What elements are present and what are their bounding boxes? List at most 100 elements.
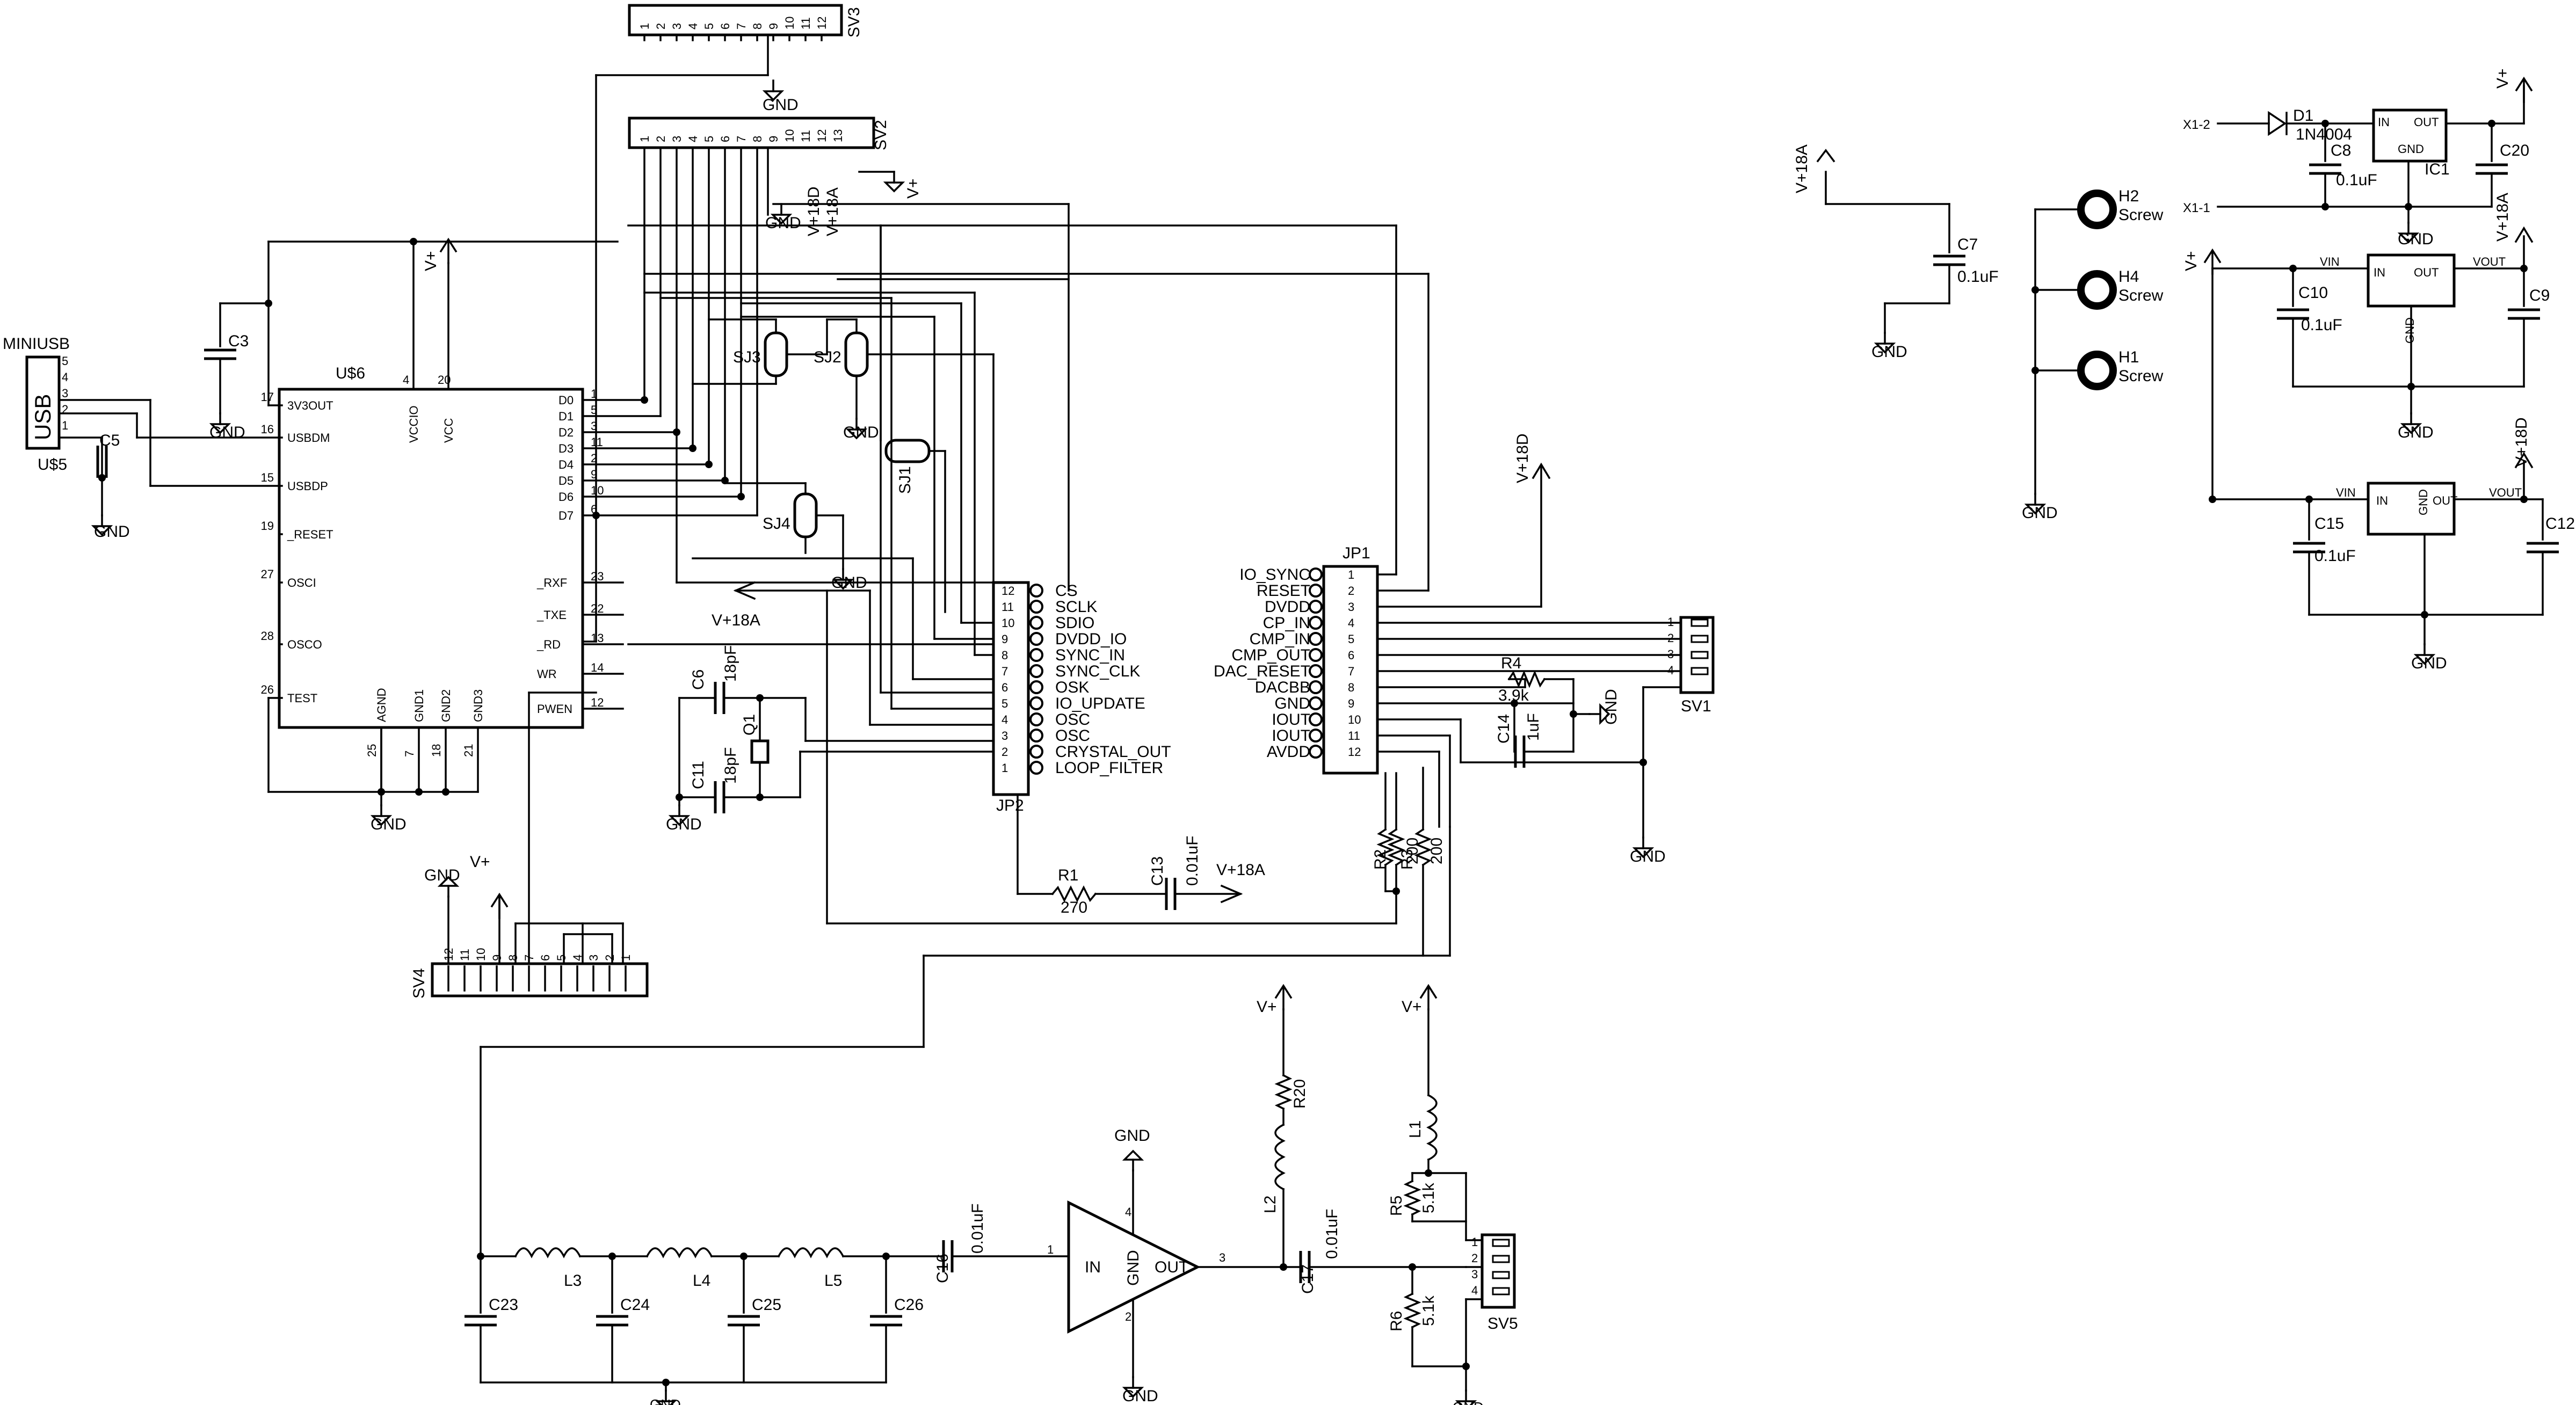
sv1-pin: 1 (1667, 615, 1674, 629)
sv2-v18a-label: V+18A (824, 187, 841, 236)
gnd-reg3: GND (2411, 654, 2447, 672)
c9-label: C9 (2529, 287, 2550, 304)
sv3-pin: 10 (783, 17, 796, 30)
jp2-pinnum: 10 (1002, 616, 1014, 630)
u6-pin-_rxf: _RXF (536, 576, 567, 589)
amp-pin3: 3 (1219, 1251, 1225, 1264)
u6-pinnum: 25 (365, 744, 379, 757)
u6-pinnum: 7 (403, 751, 416, 757)
amp-gnd: GND (1124, 1250, 1142, 1286)
u6-pinnum: 4 (403, 373, 409, 387)
u6-pinnum: 22 (591, 602, 604, 615)
sv2-vplus-label: V+ (904, 178, 922, 199)
jp1-pinnum: 7 (1348, 665, 1354, 678)
usb-pin: 3 (62, 387, 68, 400)
jp1-pin-reset: RESET (1257, 582, 1310, 600)
jp2-pin-crystal_out: CRYSTAL_OUT (1055, 743, 1171, 761)
d1-value: 1N4004 (2296, 126, 2352, 143)
u6-pin-d2: D2 (558, 426, 574, 439)
usb-pin: 4 (62, 370, 68, 384)
jp1-pin-iout: IOUT (1272, 727, 1310, 745)
h1-hole: H1 Screw (2077, 348, 2164, 390)
jp2-pin-io_update: IO_UPDATE (1055, 695, 1145, 712)
l2-label: L2 (1261, 1196, 1279, 1213)
reg3-gnd: GND (2417, 489, 2430, 515)
gnd-u6: GND (371, 816, 407, 833)
sv3-pin: 11 (799, 17, 812, 30)
h1-type: Screw (2118, 367, 2164, 385)
jp1-pinnum: 4 (1348, 616, 1354, 630)
jp1-pin-dacbb: DACBB (1255, 679, 1310, 696)
u6-pin-_reset: _RESET (287, 528, 333, 541)
jp1-pin-cmp_in: CMP_IN (1250, 630, 1310, 648)
reg2-vplus: V+ (2182, 251, 2200, 271)
jp2-pinnum: 12 (1002, 584, 1014, 598)
c7-label: C7 (1957, 236, 1978, 253)
c24-label: C24 (620, 1296, 650, 1314)
usb-conn-label: MINIUSB (3, 335, 70, 353)
l4-label: L4 (693, 1272, 710, 1290)
sv4-pin: 3 (587, 955, 600, 961)
amp-pin1: 1 (1047, 1243, 1054, 1256)
jp2-pin-osc: OSC (1055, 711, 1090, 729)
sv4-pin: 10 (474, 948, 488, 961)
gnd-usb: GND (94, 523, 130, 541)
u6-pin-d1: D1 (558, 410, 574, 423)
ic1-ref: IC1 (2425, 161, 2450, 178)
c14-label: C14 (1495, 714, 1513, 744)
sv4-vplus: V+ (470, 853, 490, 871)
sv3-pin: 9 (767, 23, 780, 30)
sv5-pin: 4 (1471, 1284, 1478, 1297)
sv4-pin: 6 (539, 955, 552, 961)
r6-value: 5.1k (1420, 1295, 1438, 1326)
gnd-sv3: GND (763, 96, 799, 114)
sv2-pin: 6 (719, 136, 732, 142)
amp-out: OUT (1155, 1258, 1188, 1276)
amp-pin2: 2 (1125, 1310, 1131, 1323)
jp1-pinnum: 11 (1348, 729, 1360, 742)
u6-pin-gnd2: GND2 (439, 689, 453, 722)
l1-label: L1 (1406, 1120, 1424, 1138)
sj1-ref: SJ1 (896, 466, 914, 494)
jp1-pin-avdd: AVDD (1267, 743, 1310, 761)
sv3-pin: 2 (654, 23, 667, 30)
d1-label: D1 (2293, 107, 2313, 125)
h4-hole: H4 Screw (2077, 268, 2164, 310)
jp1-pinnum: 3 (1348, 600, 1354, 614)
reg2-regulator: IN OUT GND (2367, 253, 2456, 344)
l5-label: L5 (824, 1272, 842, 1290)
jp2-pinnum: 8 (1002, 649, 1008, 662)
c11-label: C11 (690, 761, 707, 789)
sv4-pin: 8 (506, 955, 520, 961)
c5-label: C5 (99, 432, 120, 449)
jp1-pin-io_sync: IO_SYNC (1239, 566, 1310, 584)
ic1-in: IN (2378, 115, 2390, 129)
gnd-sj2: GND (843, 424, 879, 441)
c15-value: 0.1uF (2314, 547, 2356, 565)
u6-pin-osco: OSCO (287, 638, 322, 651)
gnd-holes: GND (2022, 504, 2058, 522)
sv3-pin: 1 (638, 23, 651, 30)
u6-pin-test: TEST (287, 691, 317, 705)
r6-label: R6 (1388, 1311, 1405, 1331)
c14-value: 1uF (1525, 713, 1542, 741)
reg3-v18d: V+18D (2513, 417, 2530, 467)
c16-value: 0.01uF (969, 1204, 986, 1254)
sv2-pin: 11 (799, 130, 812, 142)
sv3-pin: 8 (751, 23, 764, 30)
jp2-pin-sync_clk: SYNC_CLK (1055, 663, 1140, 680)
u6-pinnum: 17 (261, 390, 274, 404)
jp1-pinnum: 10 (1348, 713, 1361, 726)
v18a-c13-label: V+18A (1216, 861, 1265, 879)
usb-pin: 1 (62, 419, 68, 432)
gnd-c3: GND (209, 424, 245, 441)
u6-pinnum: 21 (462, 744, 475, 757)
u6-pinnum: 16 (261, 423, 274, 436)
sv1-pin: 3 (1667, 647, 1674, 661)
u6-pinnum: 28 (261, 629, 274, 643)
sv1-ref: SV1 (1681, 697, 1711, 715)
